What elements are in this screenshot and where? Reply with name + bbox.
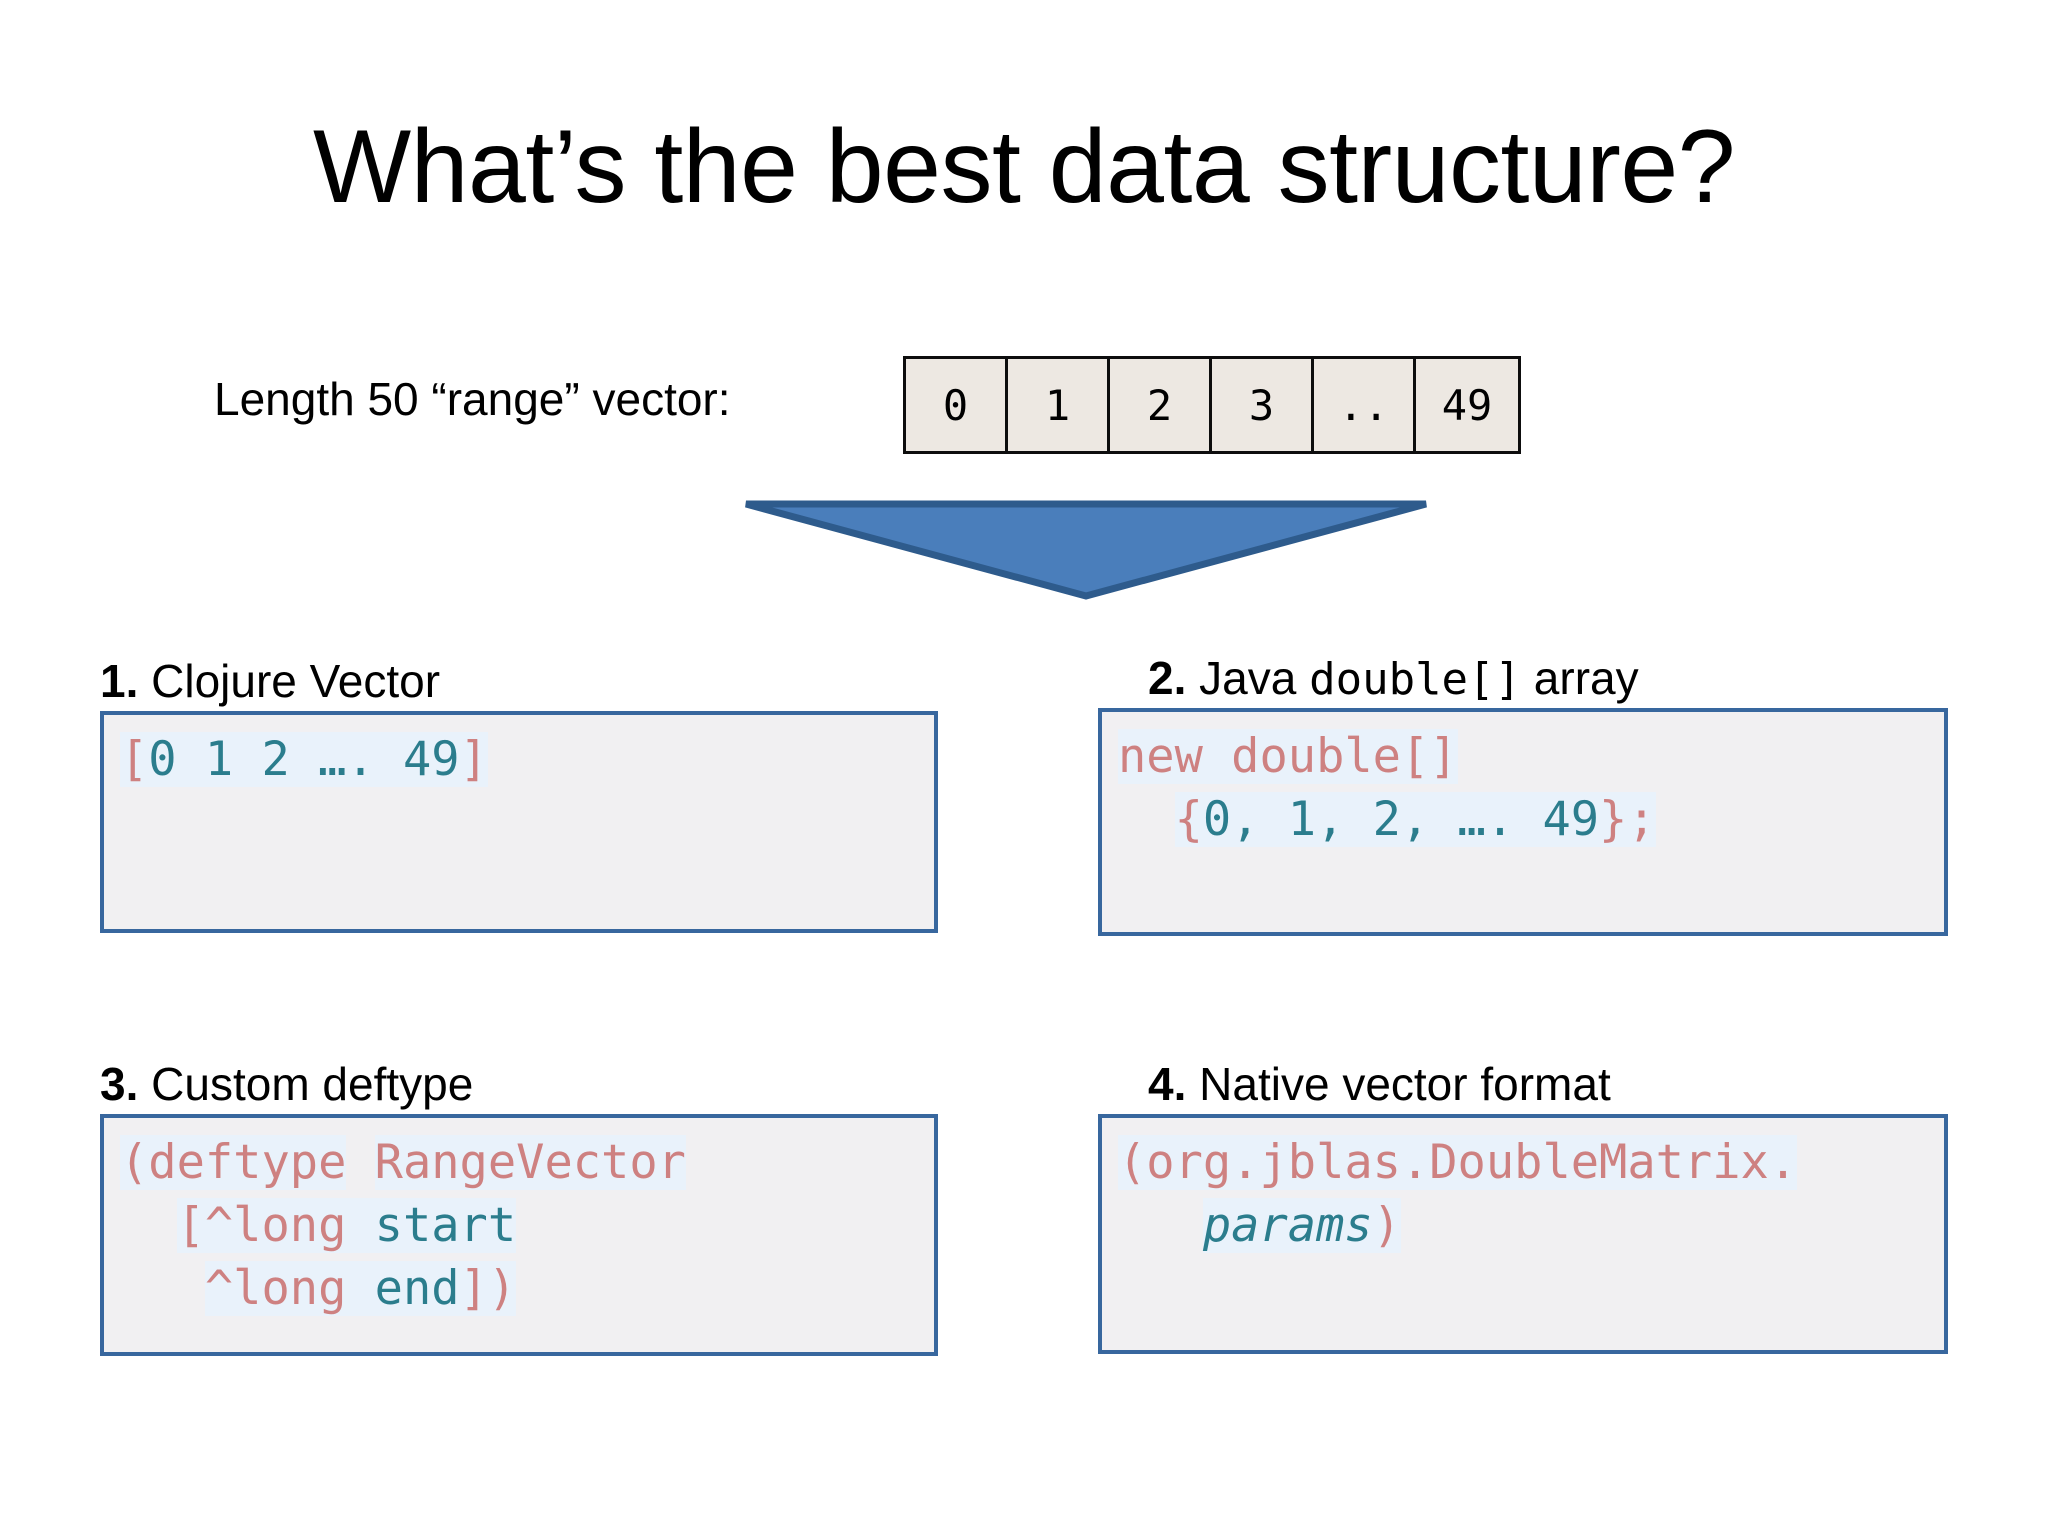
code-line: [^long start — [120, 1194, 934, 1257]
option-heading-4: 4. Native vector format — [1148, 1056, 1611, 1114]
option-number-2: 2. — [1148, 652, 1187, 704]
code-token: 0 1 2 …. 49 — [148, 732, 460, 787]
code-token: end — [374, 1261, 460, 1316]
code-token: (org.jblas.DoubleMatrix. — [1118, 1135, 1798, 1190]
code-token — [1118, 1198, 1203, 1253]
code-token — [120, 1261, 205, 1316]
code-token — [120, 1198, 177, 1253]
option-title-1: Clojure Vector — [151, 655, 441, 707]
code-box-2[interactable]: new double[] {0, 1, 2, …. 49}; — [1098, 708, 1948, 936]
code-token: 0, 1, 2, …. 49 — [1202, 792, 1600, 847]
option-title-mono-2: double[] — [1309, 654, 1522, 705]
code-token: ) — [1372, 1198, 1401, 1253]
range-vector-label: Length 50 “range” vector: — [214, 373, 731, 425]
code-token: ] — [459, 732, 488, 787]
code-token: }; — [1599, 792, 1656, 847]
option-number-3: 3. — [100, 1058, 139, 1110]
code-line: (org.jblas.DoubleMatrix. — [1118, 1131, 1944, 1194]
option-heading-1: 1. Clojure Vector — [100, 653, 440, 711]
code-text-1: [0 1 2 …. 49] — [104, 715, 934, 791]
code-text-2: new double[] {0, 1, 2, …. 49}; — [1102, 712, 1944, 851]
code-token: ^long — [204, 1261, 375, 1316]
code-line: (deftype RangeVector — [120, 1131, 934, 1194]
option-number-1: 1. — [100, 655, 139, 707]
option-title-tail-2: array — [1521, 652, 1639, 704]
page-title: What’s the best data structure? — [312, 109, 1736, 225]
range-cell-1: 1 — [1008, 359, 1110, 451]
code-token: params — [1202, 1198, 1373, 1253]
code-token: [ — [120, 732, 149, 787]
range-cell-2: 2 — [1110, 359, 1212, 451]
code-line: ^long end]) — [120, 1257, 934, 1320]
code-token: (deftype — [120, 1135, 347, 1190]
code-line: new double[] — [1118, 725, 1944, 788]
code-box-3[interactable]: (deftype RangeVector [^long start ^long … — [100, 1114, 938, 1356]
option-title-2: Java — [1199, 652, 1310, 704]
option-number-4: 4. — [1148, 1058, 1187, 1110]
arrow-triangle-shape — [745, 500, 1427, 600]
range-cell-4: .. — [1314, 359, 1416, 451]
code-box-4[interactable]: (org.jblas.DoubleMatrix. params) — [1098, 1114, 1948, 1354]
code-token: new double — [1118, 729, 1401, 784]
code-line: [0 1 2 …. 49] — [120, 728, 934, 791]
code-token: start — [374, 1198, 517, 1253]
code-box-1[interactable]: [0 1 2 …. 49] — [100, 711, 938, 933]
code-token: RangeVector — [374, 1135, 686, 1190]
code-token — [1118, 792, 1175, 847]
option-title-4: Native vector format — [1199, 1058, 1611, 1110]
code-token: ]) — [459, 1261, 517, 1316]
code-text-4: (org.jblas.DoubleMatrix. params) — [1102, 1118, 1944, 1257]
code-token: [] — [1400, 729, 1458, 784]
range-cell-3: 3 — [1212, 359, 1314, 451]
code-line: {0, 1, 2, …. 49}; — [1118, 788, 1944, 851]
option-title-3: Custom deftype — [151, 1058, 474, 1110]
option-heading-2: 2. Java double[] array — [1148, 650, 1639, 708]
code-text-3: (deftype RangeVector [^long start ^long … — [104, 1118, 934, 1320]
code-token: [^long — [176, 1198, 375, 1253]
down-triangle-arrow-icon — [745, 500, 1427, 600]
code-line: params) — [1118, 1194, 1944, 1257]
option-heading-3: 3. Custom deftype — [100, 1056, 473, 1114]
range-cell-5: 49 — [1416, 359, 1518, 451]
code-token: { — [1174, 792, 1203, 847]
code-token — [346, 1135, 374, 1190]
range-cell-0: 0 — [906, 359, 1008, 451]
